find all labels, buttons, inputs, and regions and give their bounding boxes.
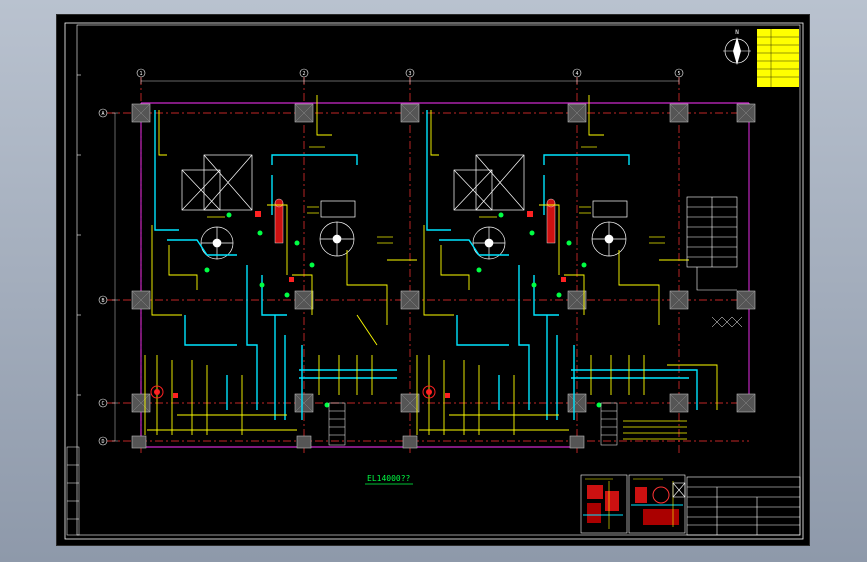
annotations-left: [207, 146, 393, 244]
left-dimension-lines: [112, 112, 118, 442]
crossbrace-marks: [711, 316, 743, 328]
detail-marker-box: [672, 482, 686, 498]
equipment-tank-left: [181, 154, 253, 211]
column-grid-bubbles: [136, 68, 684, 78]
annotations-right: [479, 146, 687, 440]
elevation-label: EL14000??: [367, 474, 411, 483]
pipes-yellow-right: [416, 95, 718, 435]
piping-layout-drawing: 1 2 3 4 5 A B C D: [64, 22, 804, 540]
unit-left: [144, 95, 417, 446]
north-label: N: [735, 29, 739, 36]
grid-label-row-a: A: [101, 111, 104, 117]
stair-left: [328, 402, 346, 446]
grid-label-col-1: 1: [139, 71, 142, 77]
stairwell-block: [686, 196, 738, 291]
detail-thumbnail-1: [580, 474, 628, 534]
pipes-yellow-left: [144, 95, 417, 435]
grid-label-col-2: 2: [302, 71, 305, 77]
vessel-left-b: [319, 200, 356, 257]
building-outline: [140, 102, 750, 448]
left-border-ticks: [77, 74, 81, 396]
drawing-outer-border: [64, 22, 804, 540]
grid-label-col-5: 5: [677, 71, 680, 77]
grid-label-row-b: B: [101, 298, 104, 304]
vessel-right-b: [591, 200, 628, 257]
unit-right: [416, 95, 718, 446]
detail-thumbnail-2: [628, 474, 686, 534]
flange-markers-right: [422, 211, 566, 399]
vessel-left-a: [200, 226, 234, 260]
pipes-cyan-left: [154, 110, 397, 420]
pipes-cyan-right: [426, 110, 698, 420]
revision-strip: [66, 446, 80, 536]
grid-label-row-d: D: [101, 439, 104, 445]
instruments-green-right: [476, 212, 602, 408]
flange-markers-left: [150, 211, 294, 399]
title-block: [686, 476, 801, 536]
grid-label-row-c: C: [101, 401, 104, 407]
equipment-tank-right: [453, 154, 525, 211]
top-dimension-lines: [140, 78, 680, 84]
cad-drawing-viewport[interactable]: 1 2 3 4 5 A B C D: [56, 14, 810, 546]
red-tank-left: [274, 198, 284, 244]
red-tank-right: [546, 198, 556, 244]
instruments-green-left: [204, 212, 330, 408]
row-grid-lines: [107, 112, 749, 442]
legend-box: [757, 29, 799, 87]
north-arrow: [723, 37, 751, 65]
grid-label-col-3: 3: [408, 71, 411, 77]
drawing-inner-border: [76, 24, 801, 536]
stair-right: [600, 402, 618, 446]
column-cross-hatch: [131, 103, 756, 413]
row-grid-bubbles: [98, 108, 108, 446]
grid-label-col-4: 4: [575, 71, 578, 77]
vessel-right-a: [472, 226, 506, 260]
structural-columns: [131, 103, 756, 449]
